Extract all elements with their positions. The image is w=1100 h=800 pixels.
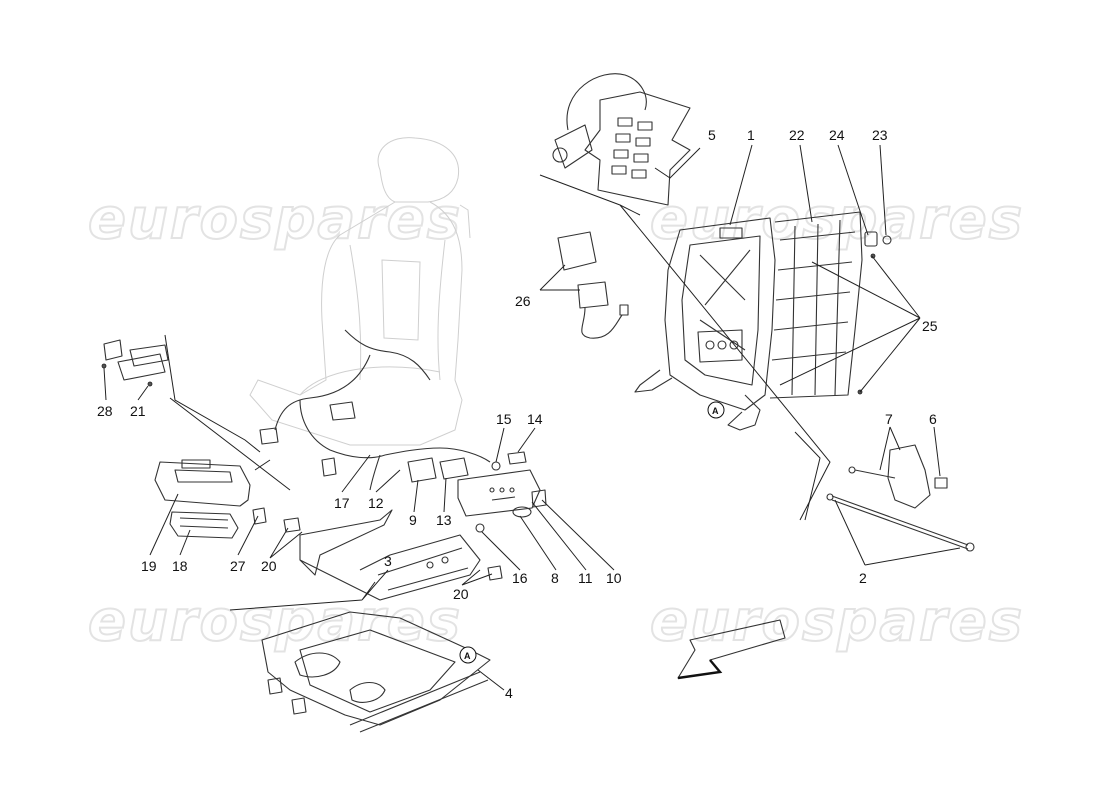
part-switch-housing	[154, 459, 267, 539]
callout-15: 15	[496, 411, 512, 427]
callout-21: 21	[130, 403, 146, 419]
callout-7: 7	[885, 411, 893, 427]
watermark-bottom-left: eurospares	[88, 589, 462, 654]
view-marker-top-label: A	[712, 406, 719, 416]
part-seat-frame	[283, 509, 503, 601]
callout-18: 18	[172, 558, 188, 574]
part-backrest-panel	[769, 211, 863, 399]
callout-labels: 1 2 3 4 5 6 7 8 9 10 11 12 13 14 15 16 1…	[97, 127, 938, 701]
callout-13: 13	[436, 512, 452, 528]
callout-6: 6	[929, 411, 937, 427]
callout-25: 25	[922, 318, 938, 334]
callout-11: 11	[578, 570, 593, 586]
view-marker-bottom: A	[459, 646, 477, 664]
callout-22: 22	[789, 127, 805, 143]
callout-26: 26	[515, 293, 531, 309]
direction-arrow	[677, 619, 786, 680]
part-small-fittings	[857, 231, 892, 395]
callout-19: 19	[141, 558, 157, 574]
callout-8: 8	[551, 570, 559, 586]
callout-5: 5	[708, 127, 716, 143]
callout-10: 10	[606, 570, 622, 586]
part-actuator	[848, 444, 948, 509]
callout-24: 24	[829, 127, 845, 143]
part-lumbar-pad	[552, 73, 691, 206]
callout-16: 16	[512, 570, 528, 586]
callout-27: 27	[230, 558, 246, 574]
callout-14: 14	[527, 411, 543, 427]
callout-20-right: 20	[453, 586, 469, 602]
seat-wiring-harness	[259, 329, 491, 491]
watermark-top-right: eurospares	[650, 187, 1024, 252]
part-seat-rails	[261, 611, 491, 733]
callout-4: 4	[505, 685, 513, 701]
callout-17: 17	[334, 495, 350, 511]
watermark-top-left: eurospares	[88, 187, 462, 252]
part-backrest-frame	[634, 217, 776, 431]
callout-23: 23	[872, 127, 888, 143]
callout-3: 3	[384, 553, 392, 569]
view-marker-top: A	[707, 401, 725, 419]
part-control-units	[407, 451, 547, 518]
callout-9: 9	[409, 512, 417, 528]
part-left-modules	[101, 339, 169, 387]
part-control-module	[557, 231, 629, 339]
callout-1: 1	[747, 127, 755, 143]
part-torsion-bar	[826, 493, 975, 552]
callout-28: 28	[97, 403, 113, 419]
view-marker-bottom-label: A	[464, 651, 471, 661]
callout-2: 2	[859, 570, 867, 586]
leader-lines	[103, 144, 961, 691]
watermarks: eurospares eurospares eurospares eurospa…	[87, 186, 1024, 655]
watermark-bottom-right: eurospares	[650, 589, 1024, 654]
callout-12: 12	[368, 495, 384, 511]
seat-ghost-outline	[249, 137, 471, 446]
callout-20-left: 20	[261, 558, 277, 574]
